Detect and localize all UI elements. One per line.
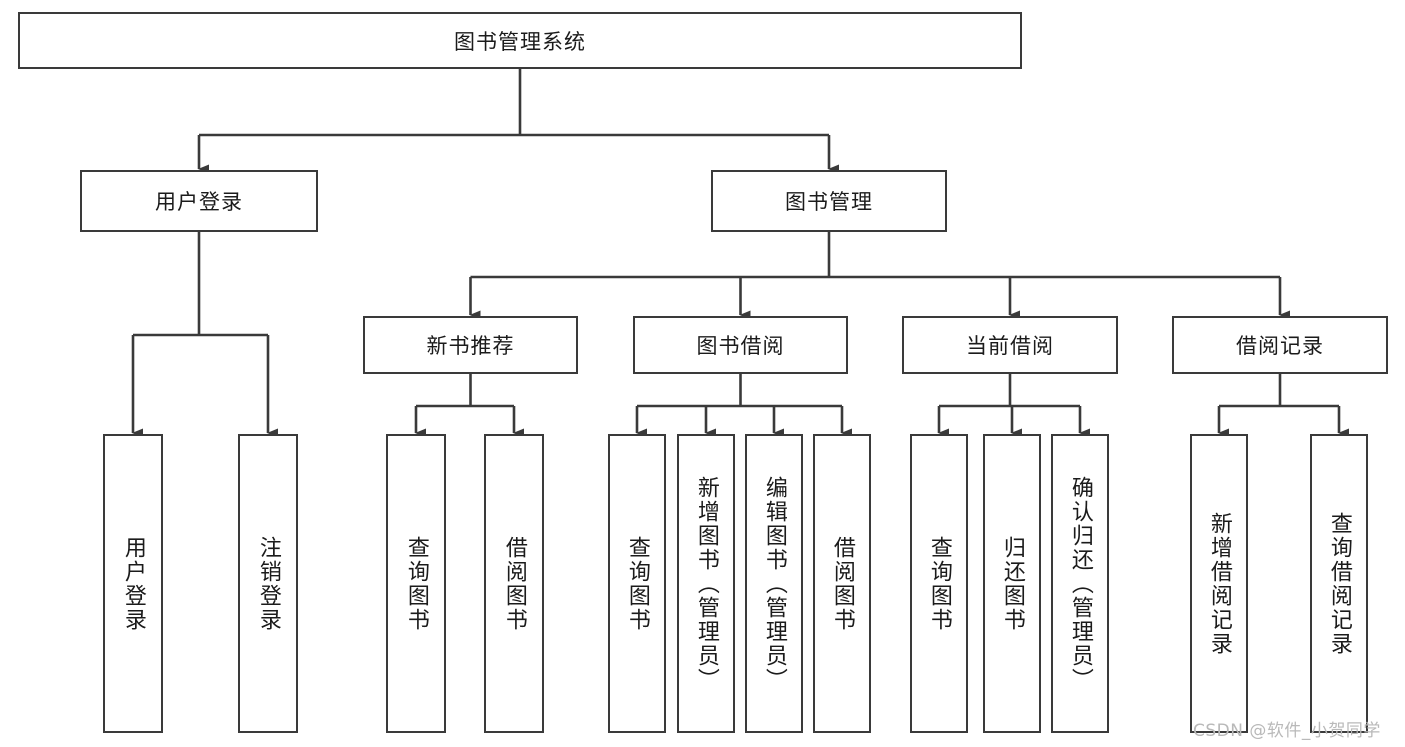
node-l4-bq: 查询图书 — [608, 434, 666, 733]
node-label: 当前借阅 — [966, 334, 1054, 358]
node-l3-new: 新书推荐 — [363, 316, 578, 374]
node-label: 查询借阅记录 — [1326, 511, 1352, 656]
node-label: 查询图书 — [926, 535, 952, 632]
node-label: 借阅图书 — [829, 535, 855, 632]
node-label: 借阅图书 — [501, 535, 527, 632]
node-l4-user-logout: 注销登录 — [238, 434, 298, 733]
node-l4-badd: 新增图书（管理员） — [677, 434, 735, 733]
node-l3-borrow: 图书借阅 — [633, 316, 848, 374]
node-l2-user: 用户登录 — [80, 170, 318, 232]
node-label: 图书借阅 — [696, 334, 785, 358]
node-l4-rquery: 查询借阅记录 — [1310, 434, 1368, 733]
node-label: 新增图书（管理员） — [693, 475, 719, 692]
node-l3-current: 当前借阅 — [902, 316, 1118, 374]
node-l3-record: 借阅记录 — [1172, 316, 1388, 374]
node-l4-cconf: 确认归还（管理员） — [1051, 434, 1109, 733]
node-label: 借阅记录 — [1236, 334, 1324, 358]
node-l4-cq: 查询图书 — [910, 434, 968, 733]
node-label: 注销登录 — [255, 535, 281, 632]
node-label: 用户登录 — [155, 190, 243, 214]
node-label: 新书推荐 — [426, 334, 515, 358]
node-root: 图书管理系统 — [18, 12, 1022, 69]
node-label: 用户登录 — [120, 535, 146, 632]
node-label: 图书管理 — [785, 190, 873, 214]
node-label: 查询图书 — [624, 535, 650, 632]
node-l4-radd: 新增借阅记录 — [1190, 434, 1248, 733]
node-label: 归还图书 — [999, 535, 1025, 632]
node-label: 图书管理系统 — [454, 29, 586, 54]
node-l4-bedit: 编辑图书（管理员） — [745, 434, 803, 733]
node-label: 编辑图书（管理员） — [761, 475, 787, 692]
node-l4-user-login: 用户登录 — [103, 434, 163, 733]
node-l4-creturn: 归还图书 — [983, 434, 1041, 733]
node-l4-new-borrow: 借阅图书 — [484, 434, 544, 733]
csdn-watermark: CSDN @软件_小贺同学 — [1193, 721, 1381, 741]
node-l2-book: 图书管理 — [711, 170, 947, 232]
node-l4-new-query: 查询图书 — [386, 434, 446, 733]
node-l4-bbor: 借阅图书 — [813, 434, 871, 733]
node-label: 确认归还（管理员） — [1067, 475, 1093, 692]
node-label: 查询图书 — [403, 535, 429, 632]
node-label: 新增借阅记录 — [1206, 511, 1232, 656]
